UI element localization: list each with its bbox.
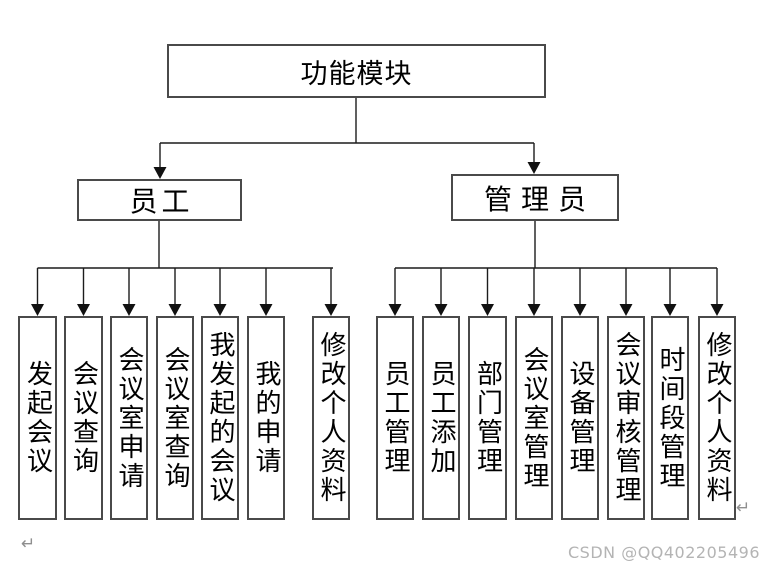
arrowhead-icons: [31, 162, 724, 316]
watermark-text: CSDN @QQ402205496: [567, 543, 760, 562]
node-meeting-room-mgmt: 会议室管理: [515, 316, 553, 520]
node-label: 员工管理: [380, 360, 410, 476]
node-admin: 管理员: [451, 174, 619, 221]
node-label: 修改个人资料: [316, 331, 346, 505]
node-edit-profile-admin: 修改个人资料: [698, 316, 736, 520]
return-mark-icon: ↵: [21, 534, 36, 554]
node-employee-mgmt: 员工管理: [376, 316, 414, 520]
node-label: 时间段管理: [655, 345, 685, 491]
node-label: 发起会议: [22, 360, 53, 476]
node-equipment-mgmt: 设备管理: [561, 316, 599, 520]
node-my-initiated-meetings: 我发起的会议: [201, 316, 239, 520]
return-mark-icon: ↵: [736, 498, 751, 518]
node-initiate-meeting: 发起会议: [18, 316, 57, 520]
node-label: 会议审核管理: [611, 331, 641, 505]
node-label: 设备管理: [565, 360, 595, 476]
node-label: 我发起的会议: [205, 331, 235, 505]
node-label: 会议查询: [68, 360, 99, 476]
node-meeting-review-mgmt: 会议审核管理: [607, 316, 645, 520]
node-meeting-room-apply: 会议室申请: [110, 316, 148, 520]
node-edit-profile-employee: 修改个人资料: [312, 316, 350, 520]
node-employee-add: 员工添加: [422, 316, 460, 520]
node-label: 我的申请: [251, 360, 281, 476]
node-employee: 员工: [77, 179, 242, 221]
node-meeting-query: 会议查询: [64, 316, 103, 520]
node-label: 部门管理: [472, 360, 503, 476]
node-label: 员工添加: [426, 360, 456, 476]
node-label: 会议室查询: [160, 345, 190, 491]
connector-path: [36, 98, 718, 304]
node-function-modules: 功能模块: [167, 44, 546, 98]
node-label: 修改个人资料: [702, 331, 732, 505]
node-meeting-room-query: 会议室查询: [156, 316, 194, 520]
node-time-slot-mgmt: 时间段管理: [651, 316, 689, 520]
node-label: 会议室管理: [519, 345, 549, 491]
node-my-applications: 我的申请: [247, 316, 285, 520]
node-label: 会议室申请: [114, 345, 144, 491]
node-department-mgmt: 部门管理: [468, 316, 507, 520]
